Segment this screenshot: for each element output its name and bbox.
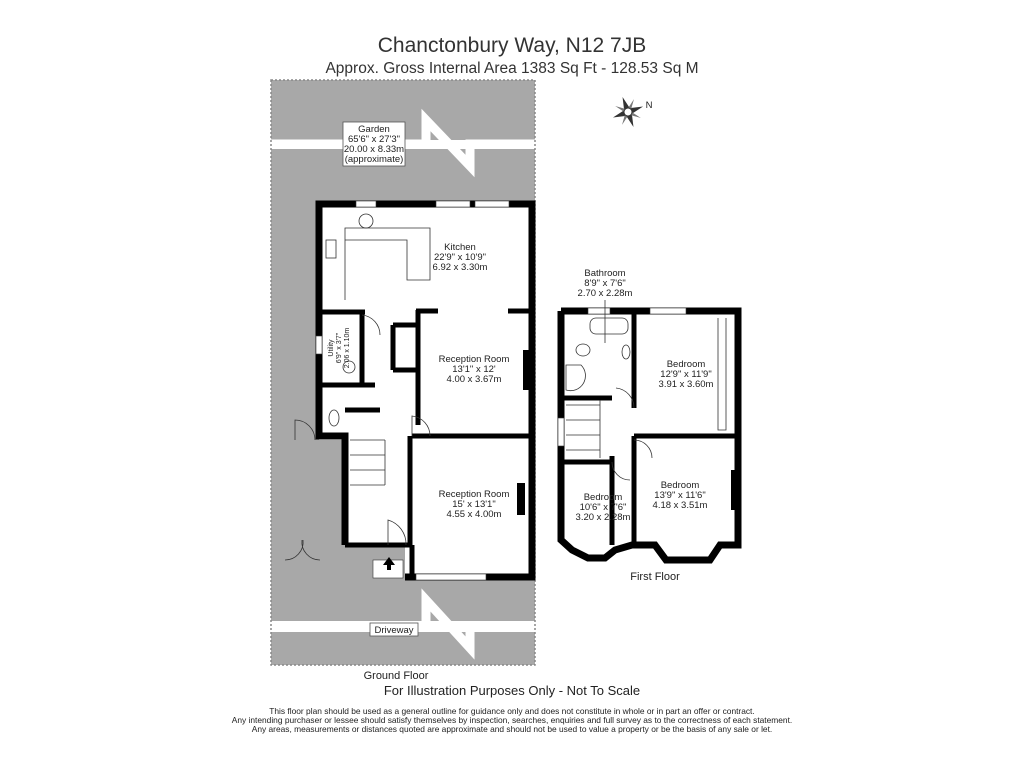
room-bedroom-2: Bedroom 10'6" x 7'6" 3.20 x 2.28m [576, 492, 631, 523]
svg-text:4.18 x 3.51m: 4.18 x 3.51m [653, 500, 708, 511]
svg-text:20.00 x 8.33m: 20.00 x 8.33m [344, 144, 404, 155]
svg-text:Bedroom: Bedroom [661, 480, 700, 491]
room-bedroom-1: Bedroom 12'9" x 11'9" 3.91 x 3.60m [659, 359, 714, 390]
svg-text:Driveway: Driveway [374, 625, 413, 636]
svg-text:3.91 x 3.60m: 3.91 x 3.60m [659, 379, 714, 390]
first-floor-plan [557, 307, 742, 566]
first-floor-label: First Floor [630, 571, 680, 583]
svg-text:13'9" x 11'6": 13'9" x 11'6" [654, 490, 705, 501]
room-reception-1: Reception Room 13'1" x 12' 4.00 x 3.67m [439, 354, 510, 385]
svg-text:3.20 x 2.28m: 3.20 x 2.28m [576, 512, 631, 523]
svg-text:6'9" x 3'7": 6'9" x 3'7" [336, 332, 343, 363]
svg-text:65'6" x 27'3": 65'6" x 27'3" [348, 134, 400, 145]
svg-text:6.92 x 3.30m: 6.92 x 3.30m [433, 262, 488, 273]
room-bedroom-3: Bedroom 13'9" x 11'6" 4.18 x 3.51m [653, 480, 708, 511]
svg-text:10'6" x 7'6": 10'6" x 7'6" [580, 502, 627, 513]
garden-label: Garden 65'6" x 27'3" 20.00 x 8.33m (appr… [342, 121, 406, 167]
svg-text:8'9" x 7'6": 8'9" x 7'6" [584, 278, 626, 289]
svg-text:Bedroom: Bedroom [667, 359, 706, 370]
svg-text:(approximate): (approximate) [345, 154, 404, 165]
gross-internal-area: Approx. Gross Internal Area 1383 Sq Ft -… [325, 60, 699, 77]
svg-text:Garden: Garden [358, 124, 390, 135]
svg-text:Utility: Utility [328, 339, 335, 357]
svg-text:13'1" x 12': 13'1" x 12' [452, 364, 496, 375]
compass-rose-icon [612, 96, 644, 128]
room-bathroom: Bathroom 8'9" x 7'6" 2.70 x 2.28m [578, 268, 633, 343]
page-title: Chanctonbury Way, N12 7JB [377, 34, 647, 57]
room-reception-2: Reception Room 15' x 13'1" 4.55 x 4.00m [439, 489, 510, 520]
svg-text:Bathroom: Bathroom [584, 268, 625, 279]
svg-text:Kitchen: Kitchen [444, 242, 476, 253]
driveway-label: Driveway [369, 622, 419, 637]
disclaimer-line: This floor plan should be used as a gene… [269, 706, 755, 716]
svg-text:2.70 x 2.28m: 2.70 x 2.28m [578, 288, 633, 299]
svg-text:22'9" x 10'9": 22'9" x 10'9" [434, 252, 486, 263]
svg-text:12'9" x 11'9": 12'9" x 11'9" [660, 369, 711, 380]
svg-text:Bedroom: Bedroom [584, 492, 623, 503]
svg-text:Reception Room: Reception Room [439, 354, 510, 365]
ground-floor-label: Ground Floor [364, 670, 429, 682]
room-utility: Utility 6'9" x 3'7" 2.06 x 1.10m [328, 328, 351, 369]
room-kitchen: Kitchen 22'9" x 10'9" 6.92 x 3.30m [433, 242, 488, 273]
compass-north-label: N [646, 100, 653, 111]
svg-text:Reception Room: Reception Room [439, 489, 510, 500]
disclaimer-line: Any intending purchaser or lessee should… [231, 715, 793, 725]
disclaimer-line: Any areas, measurements or distances quo… [251, 724, 773, 734]
svg-text:4.00 x 3.67m: 4.00 x 3.67m [447, 374, 502, 385]
svg-text:4.55 x 4.00m: 4.55 x 4.00m [447, 509, 502, 520]
svg-text:2.06 x 1.10m: 2.06 x 1.10m [344, 328, 351, 369]
ground-floor-plan [284, 200, 536, 581]
svg-text:15' x 13'1": 15' x 13'1" [452, 499, 495, 510]
illustration-note: For Illustration Purposes Only - Not To … [383, 683, 641, 698]
